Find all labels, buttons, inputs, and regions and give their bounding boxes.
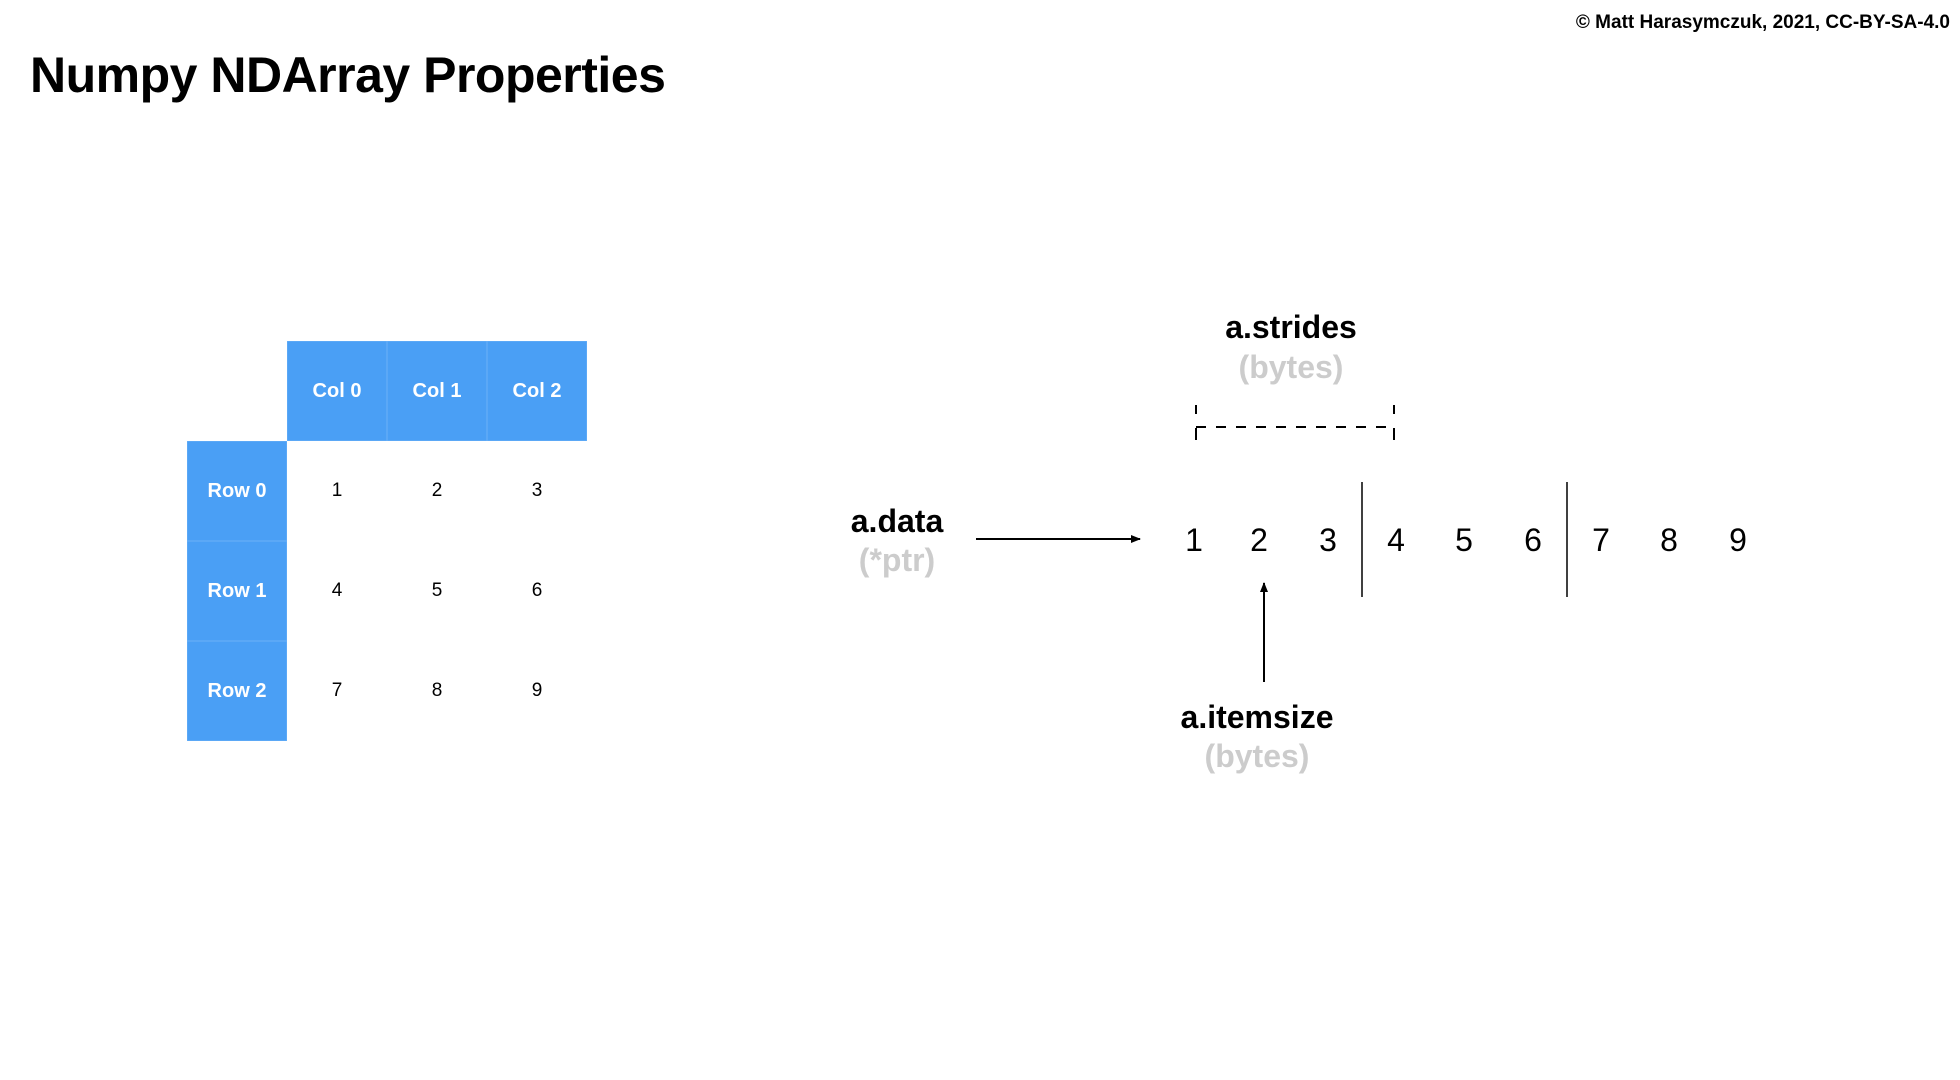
memory-element: 6 xyxy=(1524,522,1542,558)
table-cell: 3 xyxy=(531,480,543,501)
table-cell: 4 xyxy=(331,580,343,601)
table-cell: 8 xyxy=(431,680,443,701)
memory-element: 9 xyxy=(1729,522,1747,558)
memory-element: 5 xyxy=(1455,522,1473,558)
data-pointer-label: (*ptr) xyxy=(858,542,936,578)
memory-element: 2 xyxy=(1250,522,1268,558)
itemsize-label: a.itemsize xyxy=(1180,699,1334,735)
copyright-notice: © Matt Harasymczuk, 2021, CC-BY-SA-4.0 xyxy=(1575,12,1950,33)
itemsize-unit-label: (bytes) xyxy=(1204,738,1310,774)
memory-element: 3 xyxy=(1319,522,1337,558)
table-cell: 9 xyxy=(531,680,543,701)
array-table: Col 0 Col 1 Col 2 Row 0 1 2 3 Row 1 4 5 … xyxy=(187,341,587,741)
column-header: Col 1 xyxy=(387,341,487,441)
memory-element: 4 xyxy=(1387,522,1405,558)
table-cell: 5 xyxy=(431,580,443,601)
memory-element: 7 xyxy=(1592,522,1610,558)
strides-label: a.strides xyxy=(1225,309,1357,345)
data-label: a.data xyxy=(850,503,944,539)
row-header: Row 0 xyxy=(187,441,287,541)
column-header: Col 0 xyxy=(287,341,387,441)
table-cell: 1 xyxy=(331,480,343,501)
table-cell: 7 xyxy=(331,680,343,701)
memory-element: 1 xyxy=(1185,522,1203,558)
row-header: Row 1 xyxy=(187,541,287,641)
page-title: Numpy NDArray Properties xyxy=(30,47,666,103)
strides-bracket xyxy=(1195,405,1395,440)
strides-unit-label: (bytes) xyxy=(1238,349,1344,385)
table-cell: 2 xyxy=(431,480,443,501)
row-header: Row 2 xyxy=(187,641,287,741)
table-cell: 6 xyxy=(531,580,543,601)
memory-element: 8 xyxy=(1660,522,1678,558)
column-header: Col 2 xyxy=(487,341,587,441)
